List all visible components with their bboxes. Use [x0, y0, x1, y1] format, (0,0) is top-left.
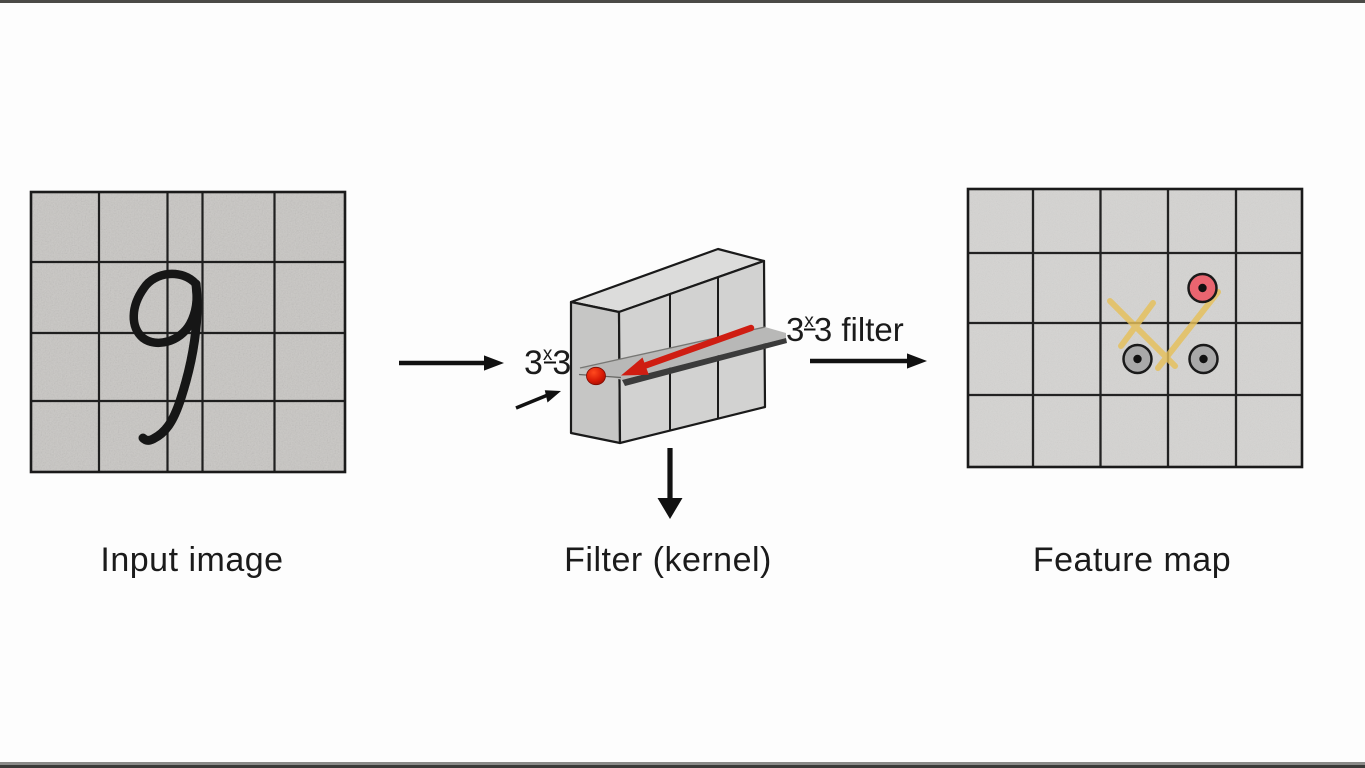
input-grid-border	[29, 190, 347, 474]
down-arrow-head	[657, 498, 683, 519]
caption-tail: 3 filter	[814, 311, 904, 348]
feature-grid-border	[966, 187, 1304, 469]
bottom-letterbox-bar-light	[0, 762, 1365, 765]
arrow-kernel-down	[657, 448, 683, 519]
red-circle-center-dot	[1198, 283, 1207, 293]
arrow-input-to-kernel	[399, 355, 504, 371]
filter-plane-front-edge	[622, 338, 787, 386]
arrow-head	[907, 353, 927, 369]
size-base: 3	[524, 344, 543, 382]
digit-9-stroke	[129, 269, 202, 445]
top-letterbox-bar	[0, 0, 1365, 3]
kernel-box	[569, 247, 787, 445]
feature-map-caption: Feature map	[1033, 541, 1231, 579]
x-markers	[1107, 289, 1221, 371]
input-image-panel	[29, 190, 347, 474]
gray-circle-center-dot	[1133, 354, 1142, 364]
x-marker-stroke	[1118, 300, 1156, 349]
feature-grid-lines	[968, 189, 1302, 467]
filter-arrow-caption: 3x3 filter	[786, 311, 904, 348]
scan-arrow-shaft	[642, 324, 755, 369]
arrow-head	[484, 355, 504, 371]
digit-9-tail	[138, 279, 202, 445]
arrow-kernel-to-feature-map	[810, 353, 927, 369]
small-arrow-head	[544, 390, 561, 403]
gray-circle-center-dot	[1199, 354, 1208, 364]
caption-base: 3	[786, 311, 804, 348]
input-grid-lines	[31, 192, 345, 472]
input-image-caption: Input image	[100, 541, 283, 579]
scan-arrow-head	[621, 357, 649, 376]
size-sup: x	[543, 344, 553, 365]
detection-markers	[1122, 272, 1219, 375]
small-arrow-to-kernel	[515, 390, 561, 410]
caption-sup: x	[804, 311, 814, 332]
scan-point-dot	[586, 366, 606, 386]
kernel-size-label: 3x3	[524, 344, 571, 382]
x-marker-stroke	[1155, 289, 1221, 371]
kernel-caption: Filter (kernel)	[564, 541, 772, 579]
small-arrow-shaft	[515, 392, 550, 410]
x-marker-stroke	[1107, 298, 1178, 369]
feature-map-panel	[966, 187, 1304, 469]
size-tail: 3	[552, 344, 571, 382]
bottom-letterbox-bar	[0, 765, 1365, 768]
